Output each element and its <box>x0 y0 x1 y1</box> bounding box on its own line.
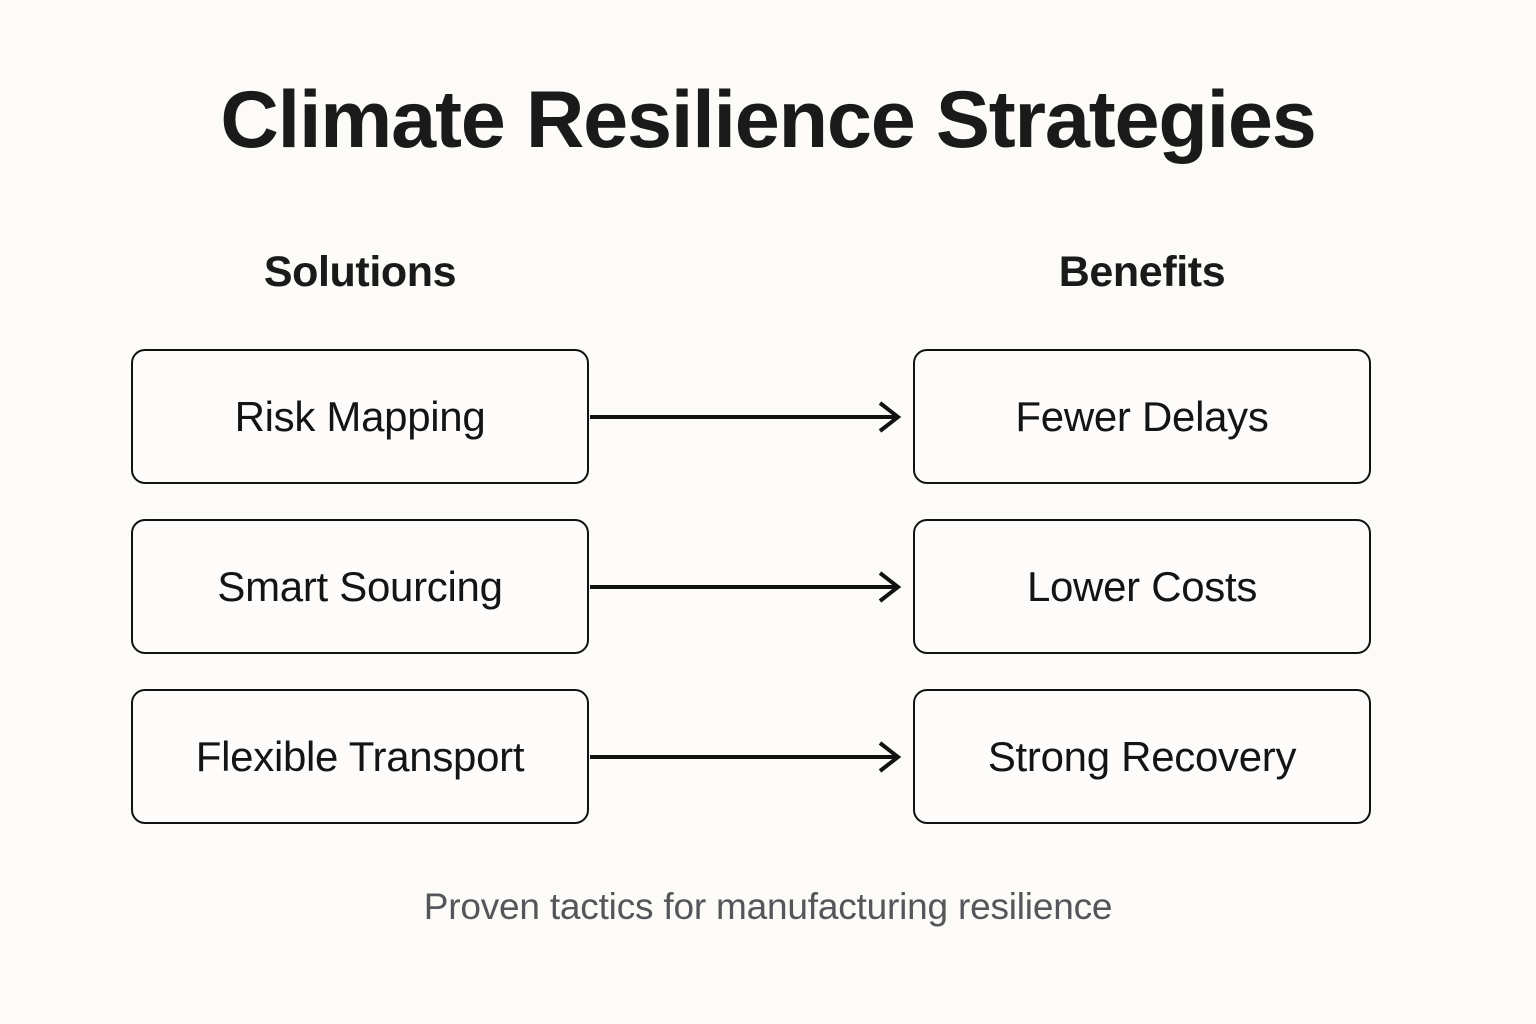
column-header-solutions: Solutions <box>263 248 457 296</box>
solution-node-0-label: Risk Mapping <box>234 392 486 440</box>
connector-arrow-1 <box>589 567 913 607</box>
benefit-node-0[interactable]: Fewer Delays <box>913 349 1371 484</box>
connector-arrow-0 <box>589 397 913 437</box>
solution-node-0[interactable]: Risk Mapping <box>131 349 589 484</box>
arrow-right-icon <box>590 571 902 603</box>
benefit-node-2[interactable]: Strong Recovery <box>913 689 1371 824</box>
solution-node-2-label: Flexible Transport <box>195 732 525 780</box>
arrow-right-icon <box>590 741 902 773</box>
benefit-node-2-label: Strong Recovery <box>987 732 1297 780</box>
benefit-node-0-label: Fewer Delays <box>1015 392 1269 440</box>
page-subtitle: Proven tactics for manufacturing resilie… <box>423 886 1113 927</box>
benefit-node-1[interactable]: Lower Costs <box>913 519 1371 654</box>
connector-arrow-2 <box>589 737 913 777</box>
arrow-right-icon <box>590 401 902 433</box>
solution-node-1-label: Smart Sourcing <box>217 562 503 610</box>
column-header-benefits: Benefits <box>1058 248 1226 296</box>
page-title: Climate Resilience Strategies <box>220 75 1316 165</box>
benefit-node-1-label: Lower Costs <box>1026 562 1258 610</box>
solution-node-2[interactable]: Flexible Transport <box>131 689 589 824</box>
solution-node-1[interactable]: Smart Sourcing <box>131 519 589 654</box>
